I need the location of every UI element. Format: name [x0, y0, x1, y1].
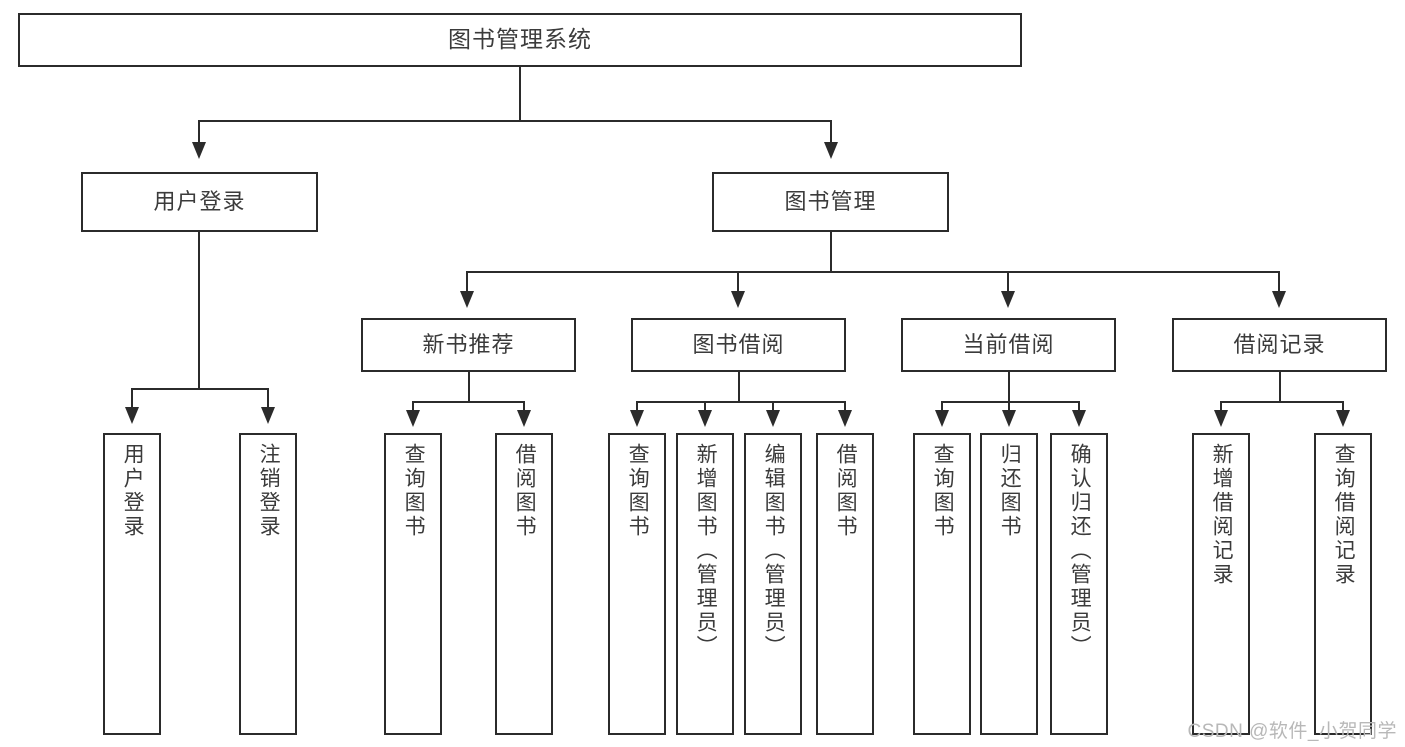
node-label: 借阅记录 — [1233, 331, 1326, 357]
leaf-label: 借阅图书 — [513, 443, 537, 539]
leaf-label: 归还图书 — [998, 443, 1022, 539]
connector-cb-drop-2 — [1008, 401, 1010, 412]
node-current-borrow[interactable]: 当前借阅 — [901, 318, 1116, 372]
leaf-label: 借阅图书 — [834, 443, 858, 539]
connector-root-drop-left — [198, 120, 200, 144]
arrow-to-book-borrow — [731, 291, 745, 308]
connector-bm-drop-2 — [737, 271, 739, 293]
node-label: 新书推荐 — [422, 331, 515, 357]
node-label: 图书管理 — [784, 188, 877, 214]
leaf-label: 查询图书 — [402, 443, 426, 539]
leaf-label: 新增借阅记录 — [1210, 443, 1234, 587]
leaf-logout[interactable]: 注销登录 — [239, 433, 297, 735]
arrow-to-new-book-recommend — [460, 291, 474, 308]
connector-cb-drop-1 — [941, 401, 943, 412]
leaf-label: 查询图书 — [626, 443, 650, 539]
connector-user-login-stem — [198, 232, 200, 389]
arrow-to-user-login — [192, 142, 206, 159]
arrow-to-leaf-br-1 — [1214, 410, 1228, 427]
leaf-query-borrow-record[interactable]: 查询借阅记录 — [1314, 433, 1372, 735]
leaf-borrow-book-nbr[interactable]: 借阅图书 — [495, 433, 553, 735]
arrow-to-leaf-br-2 — [1336, 410, 1350, 427]
connector-br-drop-2 — [1342, 401, 1344, 412]
connector-bb-drop-2 — [704, 401, 706, 412]
leaf-query-book-cb[interactable]: 查询图书 — [913, 433, 971, 735]
connector-nbr-drop-1 — [412, 401, 414, 412]
arrow-to-leaf-user-login — [125, 407, 139, 424]
connector-book-management-stem — [830, 232, 832, 272]
node-user-login[interactable]: 用户登录 — [81, 172, 318, 232]
arrow-to-leaf-cb-3 — [1072, 410, 1086, 427]
connector-br-bus — [1220, 401, 1344, 403]
node-label: 用户登录 — [153, 188, 246, 214]
connector-root-bus — [198, 120, 832, 122]
connector-book-management-bus — [466, 271, 1280, 273]
leaf-label: 注销登录 — [257, 443, 281, 539]
connector-br-stem — [1279, 372, 1281, 402]
connector-bb-bus — [636, 401, 846, 403]
node-label: 图书借阅 — [692, 331, 785, 357]
leaf-label: 新增图书（管理员） — [694, 443, 718, 659]
arrow-to-leaf-logout — [261, 407, 275, 424]
arrow-to-leaf-bb-4 — [838, 410, 852, 427]
node-book-borrow[interactable]: 图书借阅 — [631, 318, 846, 372]
node-book-management[interactable]: 图书管理 — [712, 172, 949, 232]
node-book-management-system[interactable]: 图书管理系统 — [18, 13, 1022, 67]
leaf-query-book-bb[interactable]: 查询图书 — [608, 433, 666, 735]
connector-user-login-bus — [131, 388, 268, 390]
leaf-return-book[interactable]: 归还图书 — [980, 433, 1038, 735]
arrow-to-leaf-nbr-1 — [406, 410, 420, 427]
leaf-query-book-nbr[interactable]: 查询图书 — [384, 433, 442, 735]
connector-bm-drop-1 — [466, 271, 468, 293]
connector-bb-drop-1 — [636, 401, 638, 412]
connector-bb-stem — [738, 372, 740, 402]
leaf-label: 编辑图书（管理员） — [762, 443, 786, 659]
arrow-to-leaf-bb-3 — [766, 410, 780, 427]
connector-cb-stem — [1008, 372, 1010, 402]
connector-nbr-bus — [412, 401, 525, 403]
arrow-to-book-management — [824, 142, 838, 159]
node-label: 当前借阅 — [962, 331, 1055, 357]
connector-root-drop-right — [830, 120, 832, 144]
leaf-confirm-return-admin[interactable]: 确认归还（管理员） — [1050, 433, 1108, 735]
leaf-label: 查询借阅记录 — [1332, 443, 1356, 587]
connector-root-stem — [519, 67, 521, 121]
arrow-to-leaf-bb-2 — [698, 410, 712, 427]
arrow-to-leaf-cb-2 — [1002, 410, 1016, 427]
leaf-label: 查询图书 — [931, 443, 955, 539]
leaf-label: 确认归还（管理员） — [1068, 443, 1092, 659]
leaf-borrow-book-bb[interactable]: 借阅图书 — [816, 433, 874, 735]
leaf-user-login[interactable]: 用户登录 — [103, 433, 161, 735]
node-label: 图书管理系统 — [448, 26, 592, 53]
arrow-to-leaf-bb-1 — [630, 410, 644, 427]
arrow-to-leaf-cb-1 — [935, 410, 949, 427]
arrow-to-current-borrow — [1001, 291, 1015, 308]
connector-bm-drop-3 — [1007, 271, 1009, 293]
connector-nbr-drop-2 — [523, 401, 525, 412]
connector-br-drop-1 — [1220, 401, 1222, 412]
connector-bm-drop-4 — [1278, 271, 1280, 293]
connector-cb-bus — [941, 401, 1080, 403]
connector-user-login-drop-1 — [131, 388, 133, 409]
connector-nbr-stem — [468, 372, 470, 402]
connector-user-login-drop-2 — [267, 388, 269, 409]
leaf-edit-book-admin[interactable]: 编辑图书（管理员） — [744, 433, 802, 735]
connector-bb-drop-4 — [844, 401, 846, 412]
leaf-add-borrow-record[interactable]: 新增借阅记录 — [1192, 433, 1250, 735]
connector-bb-drop-3 — [772, 401, 774, 412]
node-new-book-recommend[interactable]: 新书推荐 — [361, 318, 576, 372]
leaf-label: 用户登录 — [121, 443, 145, 539]
arrow-to-leaf-nbr-2 — [517, 410, 531, 427]
connector-cb-drop-3 — [1078, 401, 1080, 412]
arrow-to-borrow-record — [1272, 291, 1286, 308]
node-borrow-record[interactable]: 借阅记录 — [1172, 318, 1387, 372]
leaf-add-book-admin[interactable]: 新增图书（管理员） — [676, 433, 734, 735]
